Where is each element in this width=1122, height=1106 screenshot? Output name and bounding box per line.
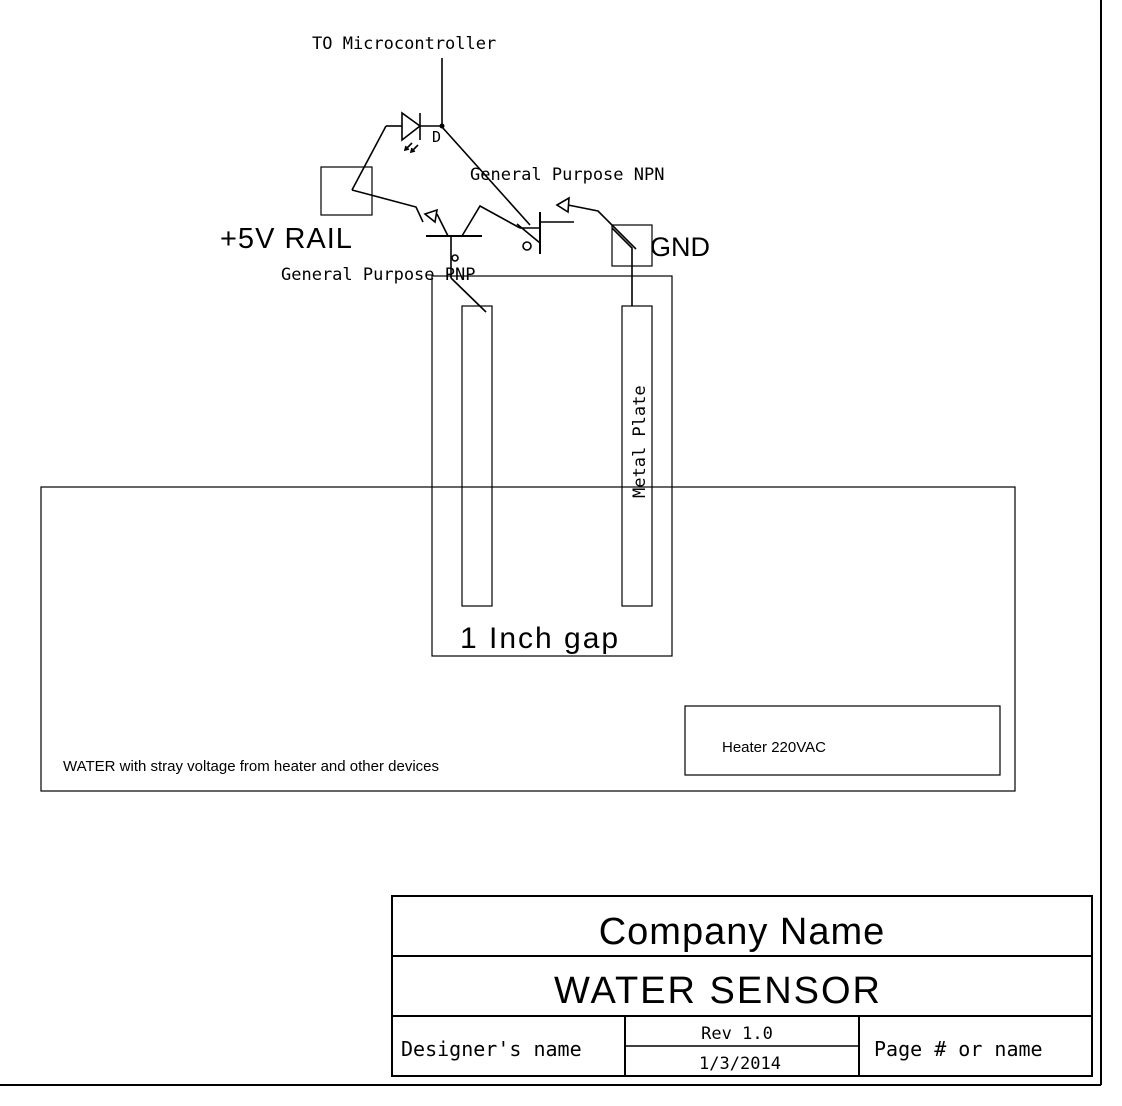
metal-plate-left	[461, 305, 493, 607]
npn-label: General Purpose NPN	[470, 165, 664, 185]
heater-label: Heater 220VAC	[722, 739, 826, 756]
designer-name: Designer's name	[401, 1037, 582, 1061]
pnp-label: General Purpose PNP	[281, 265, 475, 285]
drawing-date: 1/3/2014	[699, 1054, 781, 1074]
to-microcontroller-label: TO Microcontroller	[312, 34, 496, 54]
company-name: Company Name	[599, 911, 886, 953]
sheet-border	[0, 0, 1102, 1086]
5v-rail-terminal	[320, 166, 373, 216]
diode-ref-label: D	[432, 128, 441, 146]
drawing-title: WATER SENSOR	[554, 970, 882, 1012]
water-region	[40, 486, 1016, 792]
page-name: Page # or name	[874, 1037, 1043, 1061]
title-block	[391, 895, 1093, 1077]
rail-to-pnp-wire	[351, 189, 424, 223]
npn-transistor	[441, 126, 637, 254]
gap-label: 1 Inch gap	[460, 622, 620, 655]
metal-plate-label: Metal Plate	[630, 385, 650, 498]
gnd-to-plate-wire	[611, 227, 633, 306]
pnp-transistor	[423, 208, 487, 313]
metal-plate-right	[621, 305, 653, 607]
sensor-housing	[431, 275, 673, 657]
heater-box	[684, 705, 1001, 776]
rail-to-diode-wire	[351, 125, 387, 191]
water-label: WATER with stray voltage from heater and…	[63, 758, 439, 775]
5v-rail-label: +5V RAIL	[220, 223, 353, 255]
gnd-label: GND	[650, 232, 710, 262]
led-diode	[386, 111, 445, 154]
revision: Rev 1.0	[701, 1024, 773, 1044]
